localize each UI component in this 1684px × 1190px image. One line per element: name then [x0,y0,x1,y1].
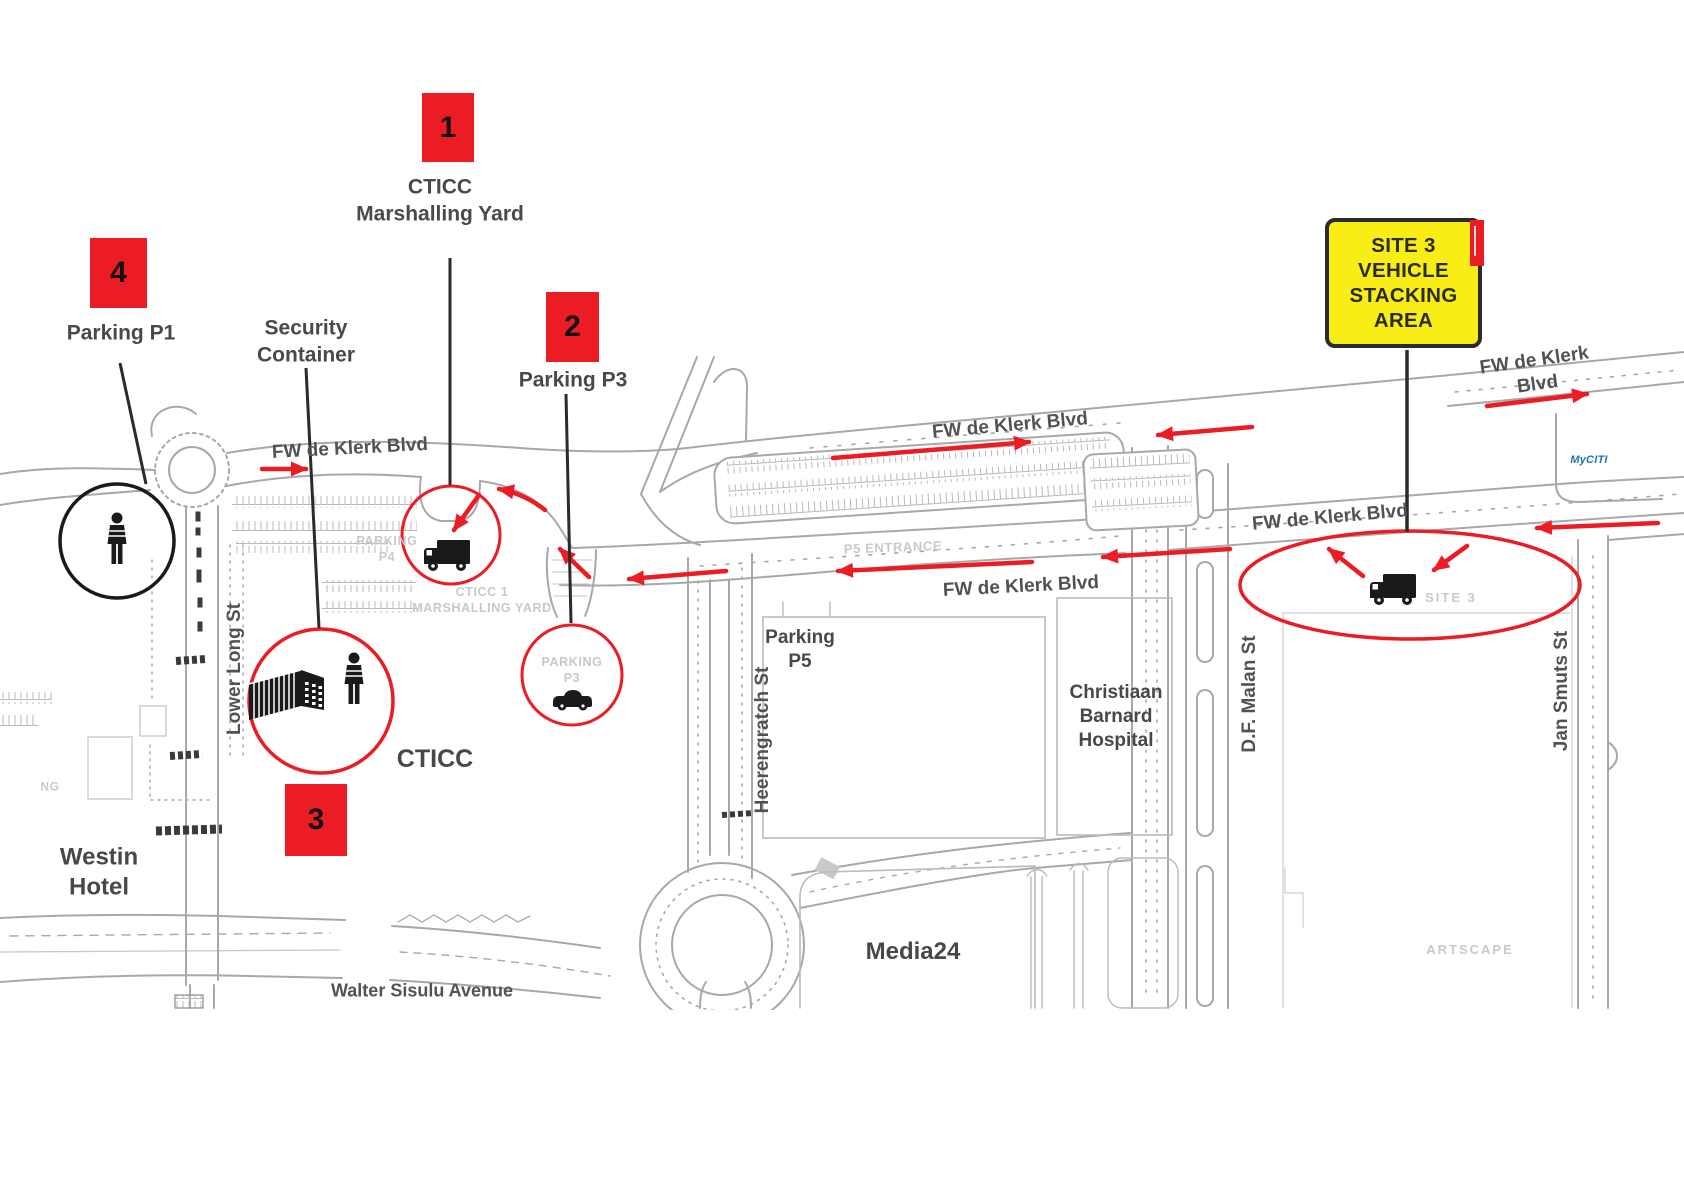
highlight-circle-parking-p3 [520,623,624,727]
marker-3-number: 3 [307,803,325,836]
callout-pointer-lines [118,258,1409,629]
highlight-circle-marshalling-yard [400,484,502,586]
marker-4-number: 4 [110,256,127,289]
marker-3: 3 [285,784,347,856]
worker-icon [106,511,128,565]
car-icon [553,690,592,711]
worker-icon [343,651,365,705]
truck-icon [1370,574,1416,605]
marker-2: 2 [546,292,599,362]
marker-2-number: 2 [564,310,581,343]
marker-1-number: 1 [439,110,457,144]
sign-red-tab [1470,220,1484,266]
crosswalk-marks [155,511,755,836]
site3-vehicle-stacking-sign: SITE 3 VEHICLE STACKING AREA [1325,218,1484,348]
map-graphic [0,258,1684,1010]
highlight-ellipse-site3 [1238,529,1582,641]
highlight-circle-parking-p1 [58,482,176,600]
marker-1: 1 [422,93,474,162]
parking-hatch-areas [0,431,1200,726]
route-arrows [259,388,1661,586]
truck-icon [424,540,470,571]
container-icon [248,669,324,720]
site3-sign-text: SITE 3 VEHICLE STACKING AREA [1349,234,1458,332]
marker-4: 4 [90,238,147,308]
